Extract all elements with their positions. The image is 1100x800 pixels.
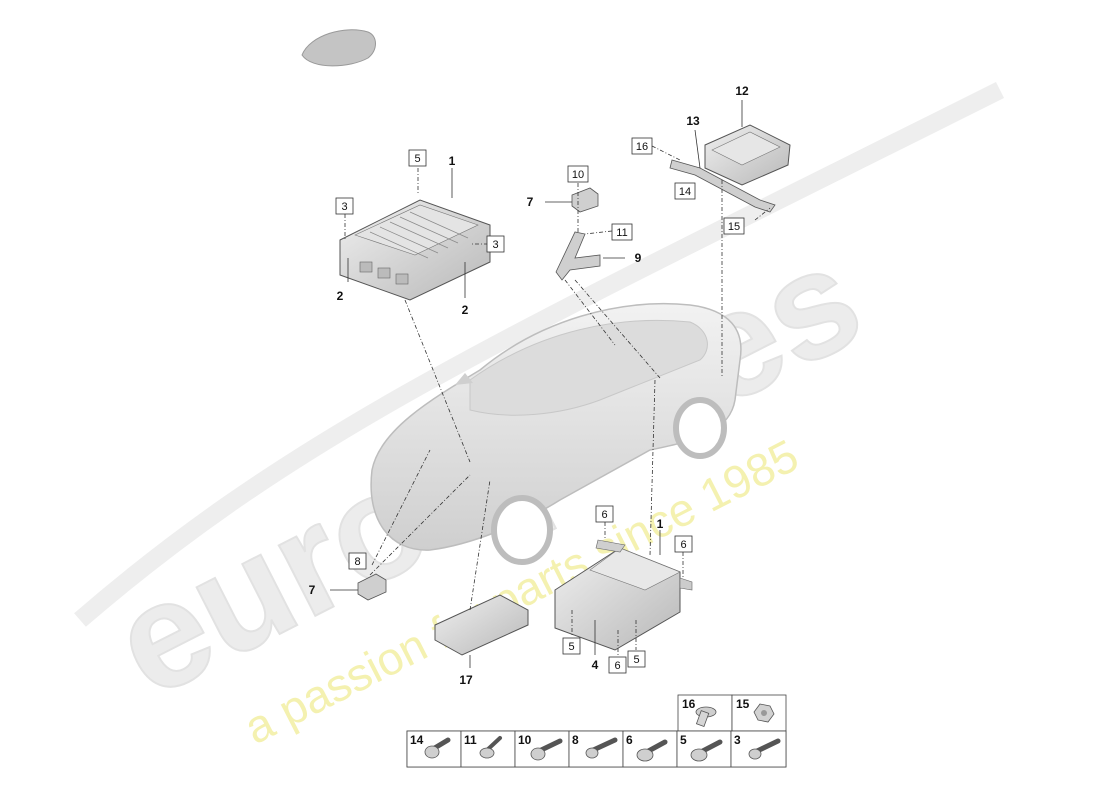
- rear-wheel: [673, 397, 727, 459]
- fastener-cell-11: 11: [460, 730, 516, 768]
- callout-4: 4: [592, 658, 599, 672]
- svg-text:10: 10: [518, 733, 532, 747]
- sensor-7-lower: [357, 573, 387, 601]
- watermark-swoosh: [74, 81, 1005, 627]
- vehicle-outline: [370, 302, 742, 565]
- bolt-3-icon: [748, 738, 781, 760]
- svg-text:5: 5: [414, 153, 420, 165]
- svg-text:5: 5: [680, 733, 687, 747]
- callout-17: 17: [459, 673, 473, 687]
- box-callout-11: 11: [611, 223, 633, 241]
- svg-text:5: 5: [633, 654, 639, 666]
- svg-text:8: 8: [354, 556, 360, 568]
- connector-plug: [595, 539, 626, 553]
- fastener-cell-15: 15: [731, 694, 787, 732]
- svg-text:11: 11: [464, 733, 477, 747]
- svg-text:15: 15: [736, 697, 750, 711]
- svg-text:15: 15: [728, 221, 740, 233]
- callout-1-bottom: 1: [657, 517, 664, 531]
- svg-text:16: 16: [636, 141, 648, 153]
- bracket-9: [555, 231, 601, 281]
- car-orientation-icon: [301, 29, 376, 67]
- box-callout-5-bottom-right: 5: [627, 650, 646, 668]
- svg-text:3: 3: [492, 239, 498, 251]
- bolt-11-icon: [479, 736, 502, 759]
- boxed-callouts: 5 3 3 10 11 16 14 15: [335, 137, 745, 674]
- bolt-14-icon: [424, 737, 451, 759]
- bolt-8-icon: [585, 737, 618, 759]
- box-callout-15: 15: [723, 217, 745, 235]
- control-module-upper: [339, 199, 491, 301]
- box-callout-5-top: 5: [408, 149, 427, 167]
- fastener-cell-14: 14: [406, 730, 462, 768]
- callout-12: 12: [735, 84, 749, 98]
- callout-2-left: 2: [337, 289, 344, 303]
- sensor-7-upper: [571, 187, 599, 213]
- svg-text:3: 3: [734, 733, 741, 747]
- control-module-lower: [554, 539, 693, 651]
- control-module-17: [434, 594, 529, 656]
- fastener-cell-10: 10: [514, 730, 570, 768]
- callout-2-right: 2: [462, 303, 469, 317]
- svg-text:3: 3: [341, 201, 347, 213]
- callout-7-lower: 7: [309, 583, 316, 597]
- svg-text:6: 6: [601, 509, 607, 521]
- svg-text:6: 6: [680, 539, 686, 551]
- bolt-10-icon: [530, 738, 563, 761]
- fastener-cell-6: 6: [622, 730, 678, 768]
- box-callout-3-right: 3: [486, 235, 505, 253]
- svg-text:14: 14: [410, 733, 424, 747]
- flange-bolt-icon: [695, 706, 717, 728]
- box-callout-6-bottom: 6: [608, 656, 627, 674]
- box-callout-6-right: 6: [674, 535, 693, 553]
- callout-13: 13: [686, 114, 700, 128]
- front-wheel: [491, 495, 553, 565]
- svg-text:8: 8: [572, 733, 579, 747]
- cooling-fins: [369, 211, 469, 259]
- bracket-13: [669, 159, 776, 213]
- box-callout-5-bottom-left: 5: [562, 637, 581, 655]
- box-callout-10: 10: [567, 165, 589, 183]
- svg-text:11: 11: [616, 227, 627, 239]
- control-module-12: [704, 124, 791, 186]
- box-callout-3-left: 3: [335, 197, 354, 215]
- fastener-cell-3: 3: [730, 730, 787, 768]
- svg-text:10: 10: [572, 169, 584, 181]
- bolt-5-icon: [690, 739, 723, 762]
- callouts: 1 2 2 7 9 12 13 1 4 7 17: [309, 84, 749, 687]
- bolt-6-icon: [636, 739, 668, 762]
- leader-lines: [330, 100, 771, 668]
- box-callout-6-top: 6: [595, 505, 614, 523]
- svg-text:5: 5: [568, 641, 574, 653]
- callout-1-top: 1: [449, 154, 456, 168]
- svg-text:14: 14: [679, 186, 691, 198]
- callout-7-upper: 7: [527, 195, 534, 209]
- svg-text:6: 6: [614, 660, 620, 672]
- fastener-cell-5: 5: [676, 730, 732, 768]
- svg-text:16: 16: [682, 697, 696, 711]
- side-mirror: [455, 373, 473, 385]
- svg-text:6: 6: [626, 733, 633, 747]
- fastener-cell-8: 8: [568, 730, 624, 768]
- box-callout-14-bracket: 14: [674, 182, 696, 200]
- hex-nut-icon: [753, 703, 775, 723]
- box-callout-16: 16: [631, 137, 653, 155]
- box-callout-8: 8: [348, 552, 367, 570]
- fastener-row-bottom: 14 11 10: [406, 730, 787, 768]
- fastener-table: 16 15 14: [406, 694, 787, 768]
- callout-9: 9: [635, 251, 642, 265]
- fastener-cell-16: 16: [677, 694, 733, 732]
